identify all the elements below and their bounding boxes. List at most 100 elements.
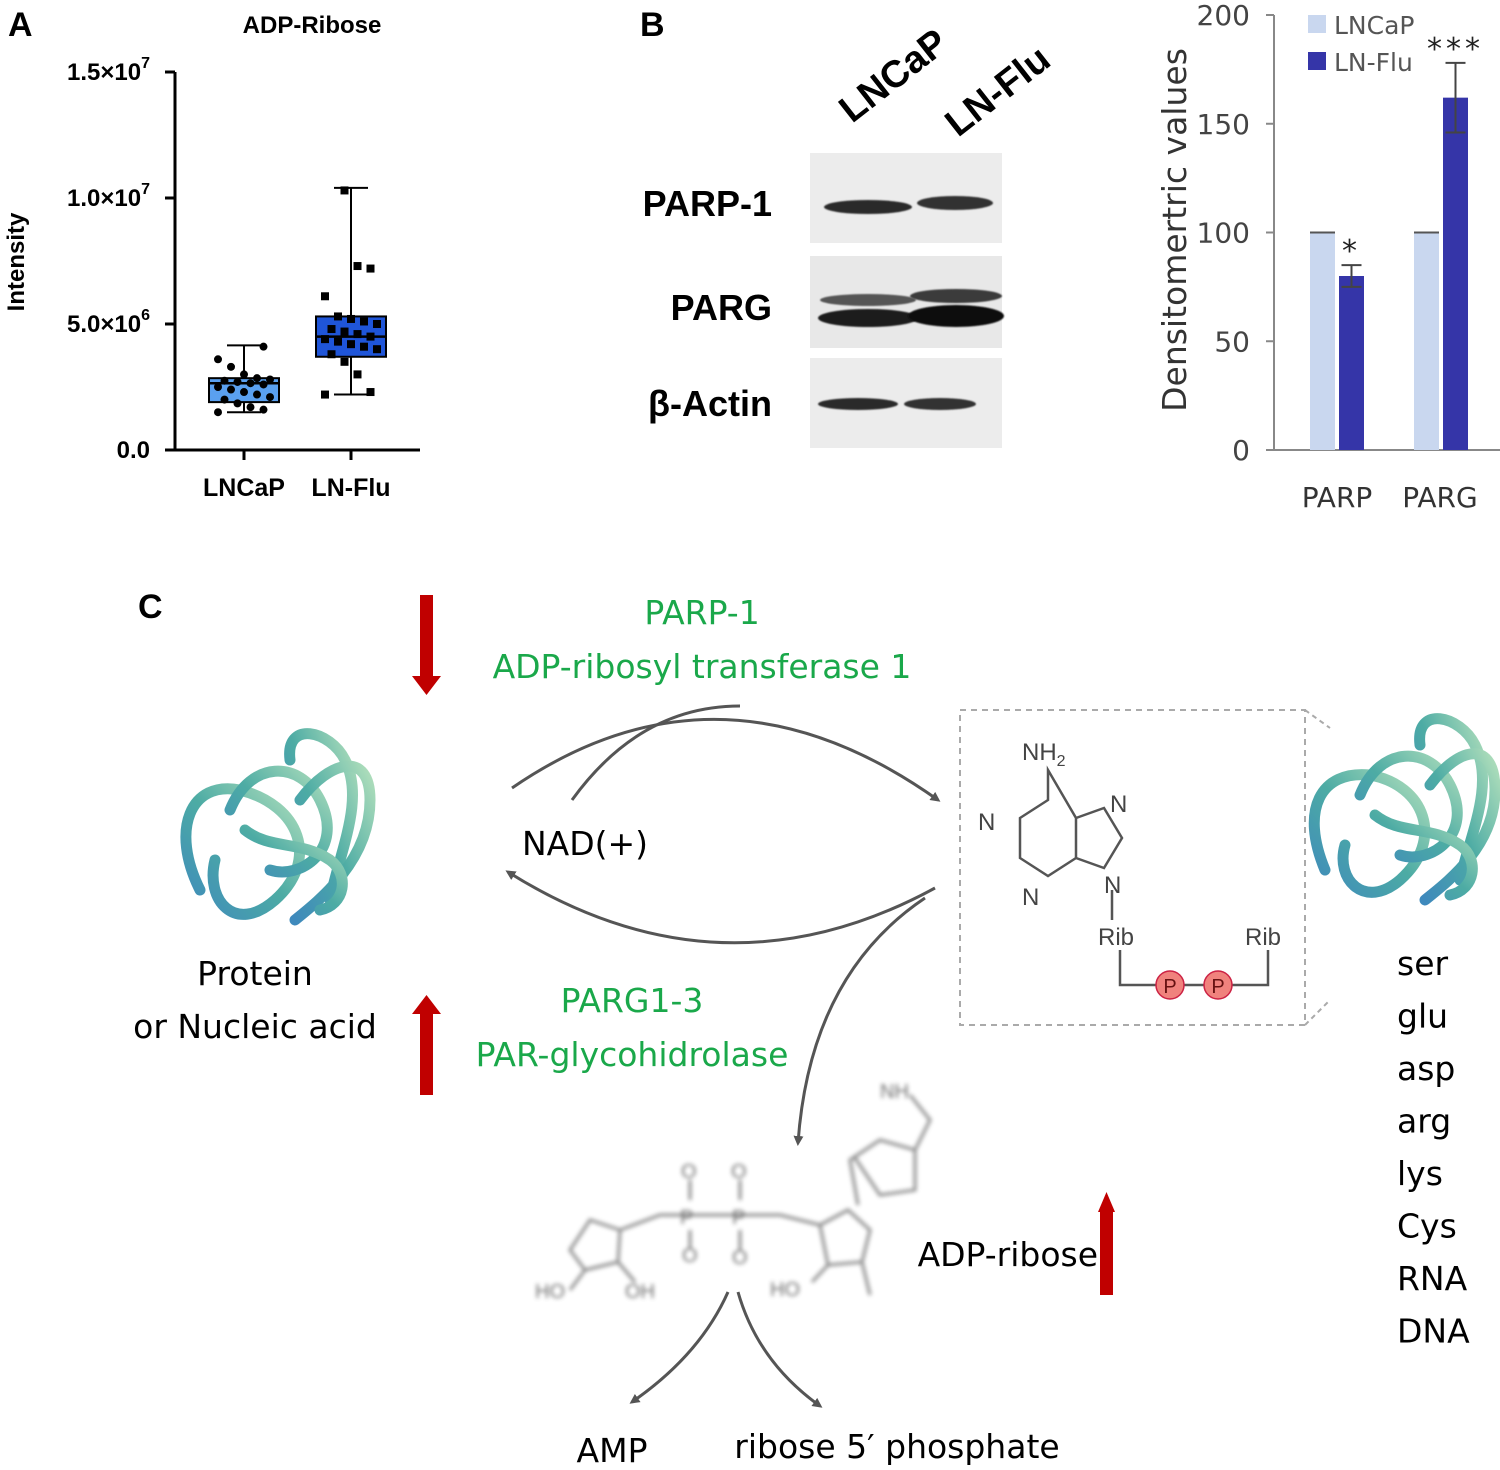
structure-inset: [959, 709, 1306, 1026]
blot-row-parg: PARG: [671, 287, 772, 328]
svg-text:HO: HO: [770, 1279, 800, 1301]
panel-label-a: A: [8, 6, 33, 44]
box-y-tick-label: 5.0×106: [67, 307, 150, 338]
box-point: [233, 377, 242, 386]
legend-label-lnflu: LN-Flu: [1334, 48, 1413, 77]
box-point: [266, 393, 274, 402]
box-point: [227, 362, 235, 371]
box-point: [321, 292, 329, 301]
legend-label-lncap: LNCaP: [1334, 11, 1414, 40]
box-point: [340, 357, 349, 366]
box-point: [214, 355, 222, 364]
protein-knot-icon: [1308, 713, 1500, 906]
panel-a: A ADP-Ribose Intensity 0.0 5.0×106 1.0×107…: [3, 6, 420, 502]
box-category-label-1: LN-Flu: [311, 474, 390, 502]
hydrolysis-arrow: [793, 896, 926, 1146]
red-arrow-up-icon: [412, 995, 441, 1095]
substrate-label-line2: or Nucleic acid: [133, 1007, 377, 1046]
box-point: [259, 405, 268, 414]
chem-n: N: [1022, 884, 1039, 911]
forward-arrow: [511, 717, 941, 802]
box-point: [334, 312, 342, 321]
box-point: [366, 388, 375, 397]
box-point: [233, 399, 242, 408]
amp-arrow: [629, 1291, 730, 1404]
box-point: [327, 350, 336, 359]
phosphate-label: P: [1163, 976, 1176, 998]
box-y-axis-label: Intensity: [3, 212, 30, 311]
box-point: [321, 390, 329, 399]
panel-c: C PARP-1 ADP-ribosyl transferase 1 PARG1…: [133, 588, 1500, 1470]
box-y-tick-label: 0.0: [117, 437, 150, 464]
enzyme-top-desc: ADP-ribosyl transferase 1: [493, 647, 912, 686]
chem-n: N: [1104, 872, 1121, 899]
enzyme-bottom-name: PARG1-3: [561, 981, 704, 1020]
target-item: ser: [1397, 944, 1448, 983]
box-point: [246, 379, 255, 388]
protein-knot-icon: [180, 728, 376, 926]
red-arrow-down-icon: [412, 595, 441, 695]
blot-strip-actin: [810, 358, 1002, 448]
target-item: DNA: [1397, 1312, 1470, 1351]
box-point: [366, 332, 375, 341]
cofactor-label: NAD(+): [522, 824, 648, 863]
box-point: [227, 385, 235, 394]
box-point: [240, 388, 248, 397]
box-point: [327, 325, 336, 334]
svg-text:O: O: [732, 1247, 748, 1269]
svg-text:OH: OH: [625, 1281, 655, 1303]
box-point: [253, 390, 261, 399]
bar-y-tick-label: 0: [1232, 434, 1250, 467]
nad-branch: [570, 704, 741, 801]
box-point: [353, 370, 362, 379]
substrate-label-line1: Protein: [197, 954, 313, 993]
box-chart-title: ADP-Ribose: [243, 12, 382, 39]
panel-label-b: B: [640, 6, 665, 44]
box-point: [366, 264, 375, 273]
bar-y-tick-label: 100: [1197, 217, 1250, 250]
phosphate-icon: P: [1155, 970, 1185, 1000]
svg-text:NH: NH: [880, 1081, 909, 1103]
chem-rib: Rib: [1245, 924, 1281, 951]
box-point: [340, 186, 349, 195]
box-point: [259, 380, 268, 389]
bar-y-tick-label: 200: [1197, 0, 1250, 32]
box-point: [259, 342, 268, 351]
box-point: [373, 320, 381, 328]
box-y-tick-label: 1.5×107: [67, 55, 150, 86]
box-point: [266, 375, 274, 384]
box-point: [214, 408, 222, 417]
box-point: [347, 314, 355, 323]
box-y-tick-label: 1.0×107: [67, 181, 150, 212]
target-item: glu: [1397, 997, 1448, 1036]
phosphate-icon: P: [1203, 970, 1233, 1000]
blot-strip-parp1: [810, 153, 1002, 243]
chem-rib: Rib: [1098, 924, 1134, 951]
bar: [1443, 97, 1468, 451]
chem-n: N: [978, 809, 995, 836]
box-point: [214, 383, 222, 391]
box-point: [220, 376, 229, 385]
target-item: lys: [1397, 1154, 1443, 1193]
blot-strip-parg: [810, 256, 1004, 348]
phosphate-label: P: [1211, 976, 1224, 998]
box-point: [360, 342, 368, 351]
bar-y-tick-label: 150: [1197, 108, 1250, 141]
panel-label-c: C: [138, 588, 163, 626]
svg-text:O: O: [682, 1245, 698, 1267]
svg-text:O: O: [731, 1161, 747, 1183]
chem-nh2: NH2: [1022, 739, 1066, 770]
bar: [1339, 276, 1364, 450]
panel-b: B LNCaP LN-Flu PARP-1 PARG β-Actin: [640, 6, 1058, 448]
blot-row-parp1: PARP-1: [643, 183, 772, 224]
svg-text:HO: HO: [535, 1281, 565, 1303]
bar-y-tick-label: 50: [1214, 325, 1250, 358]
box-point: [220, 395, 229, 404]
product-ribose-phosphate: ribose 5′ phosphate: [734, 1427, 1059, 1466]
product-amp: AMP: [577, 1431, 648, 1470]
svg-text:O: O: [681, 1161, 697, 1183]
target-item: Cys: [1397, 1207, 1457, 1246]
